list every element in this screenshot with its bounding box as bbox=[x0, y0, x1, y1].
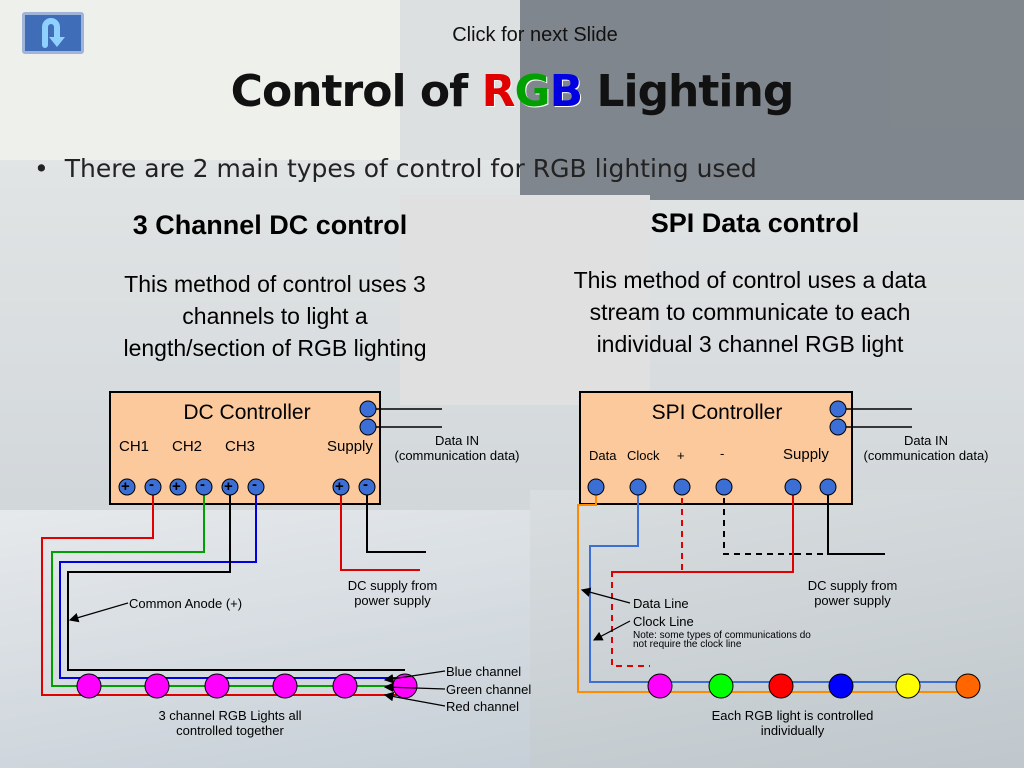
dc-terminals bbox=[118, 478, 376, 496]
spi-supply-label: Supply bbox=[783, 446, 829, 463]
dc-supply-black-wire bbox=[366, 487, 426, 553]
spi-clock-label: Clock bbox=[627, 448, 660, 463]
led-light bbox=[144, 673, 170, 699]
spi-data-label: Data bbox=[589, 448, 617, 463]
data-wire bbox=[577, 487, 972, 693]
left-heading: 3 Channel DC control bbox=[132, 210, 408, 240]
right-led-row bbox=[647, 673, 981, 699]
led-light bbox=[768, 673, 794, 699]
green-wire bbox=[51, 487, 405, 687]
dc-terminal bbox=[118, 478, 136, 496]
dc-terminal bbox=[169, 478, 187, 496]
dc-terminal bbox=[195, 478, 213, 496]
right-data-in-label: Data IN(communication data) bbox=[863, 433, 989, 463]
common-anode-wire bbox=[67, 487, 405, 671]
dc-controller-title: DC Controller bbox=[183, 401, 311, 424]
bullet-point: •There are 2 main types of control for R… bbox=[34, 154, 757, 183]
spi-terminal-minus bbox=[715, 478, 733, 496]
left-description: This method of control uses 3 channels t… bbox=[123, 271, 427, 361]
spi-terminal-supply-minus bbox=[819, 478, 837, 496]
led-light bbox=[828, 673, 854, 699]
led-light bbox=[647, 673, 673, 699]
spi-terminal-data bbox=[587, 478, 605, 496]
blue-channel-label: Blue channel bbox=[446, 664, 522, 679]
green-channel-label: Green channel bbox=[446, 682, 532, 697]
led-light bbox=[708, 673, 734, 699]
dc-terminal bbox=[358, 478, 376, 496]
spi-supply-red-wire bbox=[612, 487, 794, 573]
slide-title: Control of RGB Lighting bbox=[230, 66, 795, 117]
dc-supply-red-wire bbox=[340, 487, 420, 571]
common-anode-label: Common Anode (+) bbox=[129, 596, 243, 611]
clock-line-label: Clock Line bbox=[633, 614, 694, 629]
led-light bbox=[332, 673, 358, 699]
spi-minus-label: - bbox=[720, 446, 725, 461]
dc-terminal bbox=[144, 478, 162, 496]
led-light bbox=[204, 673, 230, 699]
led-light bbox=[76, 673, 102, 699]
spi-supply-black-wire bbox=[827, 487, 885, 555]
ch1-label: CH1 bbox=[119, 438, 150, 455]
back-button[interactable] bbox=[22, 12, 84, 54]
led-light bbox=[272, 673, 298, 699]
right-description: This method of control uses a data strea… bbox=[573, 267, 927, 357]
led-light bbox=[895, 673, 921, 699]
ch3-label: CH3 bbox=[225, 438, 256, 455]
right-heading: SPI Data control bbox=[650, 208, 860, 238]
spi-controller-title: SPI Controller bbox=[651, 401, 783, 424]
dc-terminal bbox=[221, 478, 239, 496]
spi-terminal-clock bbox=[629, 478, 647, 496]
spi-terminal-plus bbox=[673, 478, 691, 496]
return-arrow-icon bbox=[42, 18, 65, 48]
blue-wire bbox=[59, 487, 405, 679]
supply-label: Supply bbox=[327, 438, 373, 455]
dc-terminal bbox=[332, 478, 350, 496]
data-line-label: Data Line bbox=[633, 596, 689, 611]
next-slide-link[interactable]: Click for next Slide bbox=[452, 24, 618, 46]
spi-plus-label: + bbox=[677, 448, 685, 463]
minus-wire-dashed bbox=[723, 487, 795, 555]
spi-terminal-supply-plus bbox=[784, 478, 802, 496]
dc-terminal bbox=[247, 478, 265, 496]
left-led-row bbox=[76, 673, 418, 699]
led-light bbox=[955, 673, 981, 699]
spi-terminals bbox=[587, 478, 837, 496]
red-channel-label: Red channel bbox=[446, 699, 519, 714]
ch2-label: CH2 bbox=[172, 438, 203, 455]
left-data-in-label: Data IN(communication data) bbox=[394, 433, 520, 463]
